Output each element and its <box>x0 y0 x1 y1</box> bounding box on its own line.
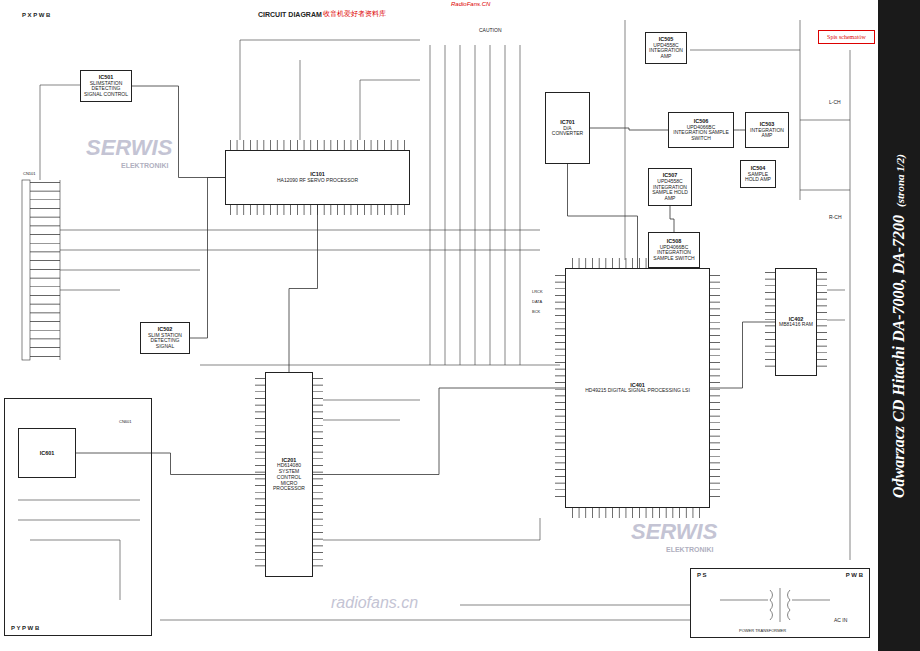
region-label: Spis schematów <box>827 34 866 40</box>
ic-description: D/A CONVERTER <box>548 126 587 138</box>
ic-description: UPD4066BC INTEGRATION SAMPLE SWITCH <box>651 245 697 262</box>
schematic-label: RadioFans.CN <box>450 1 491 8</box>
schematic-label: DATA <box>531 300 543 304</box>
ic-designator: IC601 <box>40 450 55 457</box>
ic-description: HD49215 DIGITAL SIGNAL PROCESSING LSI <box>585 388 690 394</box>
ic-description: SAMPLE HOLD AMP <box>743 172 773 184</box>
ic: IC503INTEGRATION AMP <box>745 112 789 148</box>
ic-designator: IC402 <box>789 316 804 323</box>
ic-description: MB81416 RAM <box>779 322 813 328</box>
ic-description: SLIM STATION DETECTING SIGNAL <box>143 333 187 350</box>
ic-description: INTEGRATION AMP <box>748 128 786 140</box>
ic-description: SLIMSTATION DETECTING SIGNAL CONTROL <box>83 81 129 98</box>
ic: IC402MB81416 RAM <box>775 268 817 376</box>
schematic-label: CAUTION <box>478 28 503 34</box>
ic: IC501SLIMSTATION DETECTING SIGNAL CONTRO… <box>80 70 132 102</box>
ic-description: UPD4066BC INTEGRATION SAMPLE SWITCH <box>671 125 731 142</box>
px-region: P X P W B IC501SLIMSTATION DETECTING SIGN… <box>15 8 873 640</box>
ic: IC507UPD4558C INTEGRATION SAMPLE HOLD AM… <box>648 168 692 206</box>
schematic-label: LRCK <box>531 290 544 294</box>
watermark: radiofans.cn <box>330 594 419 612</box>
watermark: SERWIS <box>85 136 173 160</box>
page-title-text: Odwarzacz CD Hitachi DA-7000, DA-7200 <box>890 214 907 497</box>
wire-connector <box>568 164 638 268</box>
ic: IC502SLIM STATION DETECTING SIGNAL <box>140 322 190 354</box>
ic-designator: IC101 <box>310 171 325 178</box>
ic: IC504SAMPLE HOLD AMP <box>740 160 776 188</box>
ic-designator: IC508 <box>667 238 682 245</box>
schematic-label: ELEKTRONIKI <box>120 162 169 170</box>
band-text-wrapper: Odwarzacz CD Hitachi DA-7000, DA-7200 (st… <box>890 154 908 498</box>
watermark: SERWIS <box>630 520 718 544</box>
ic-designator: IC401 <box>630 382 645 389</box>
schematic-label: CN101 <box>22 172 36 176</box>
wire-connector <box>190 178 225 339</box>
schematic-label: POWER TRANSFORMER <box>738 629 787 633</box>
ps-region: P SP W B <box>690 568 870 638</box>
ic: IC506UPD4066BC INTEGRATION SAMPLE SWITCH <box>668 112 734 148</box>
ic-designator: IC501 <box>99 74 114 81</box>
wire-connector <box>734 130 745 131</box>
region-label: P Y P W B <box>11 625 39 631</box>
ic-designator: IC201 <box>282 457 297 464</box>
schematic-label: L-CH <box>828 100 842 106</box>
ic-description: HA12090 RF SERVO PROCESSOR <box>277 178 358 184</box>
region-label: P W B <box>846 572 863 578</box>
ic: IC508UPD4066BC INTEGRATION SAMPLE SWITCH <box>648 232 700 268</box>
wire-connector <box>313 388 565 475</box>
schematic-label: ELEKTRONIKI <box>665 546 714 554</box>
page-title-text: (strona 1/2) <box>894 154 906 207</box>
wire-connector <box>590 128 668 130</box>
ic-designator: IC506 <box>694 118 709 125</box>
ic-description: UPD4558C INTEGRATION AMP <box>648 43 684 60</box>
schematic-label: CN601 <box>118 420 132 424</box>
ic-designator: IC504 <box>751 165 766 172</box>
ic-designator: IC503 <box>760 121 775 128</box>
wire-connector <box>76 453 265 475</box>
region-label: P S <box>697 572 707 578</box>
schematic-label: R-CH <box>828 215 843 221</box>
wire-connector <box>670 206 674 232</box>
ic: IC201HD614080 SYSTEM CONTROL MICRO PROCE… <box>265 372 313 577</box>
ic-description: UPD4558C INTEGRATION SAMPLE HOLD AMP <box>651 179 689 202</box>
ic-designator: IC701 <box>560 119 575 126</box>
ic: IC401HD49215 DIGITAL SIGNAL PROCESSING L… <box>565 268 710 508</box>
ic-designator: IC505 <box>659 36 674 43</box>
ic-designator: IC502 <box>158 326 173 333</box>
red-tag: Spis schematów <box>818 30 875 44</box>
ic-description: HD614080 SYSTEM CONTROL MICRO PROCESSOR <box>268 463 310 492</box>
ic-designator: IC507 <box>663 172 678 179</box>
region-label: P X P W B <box>22 12 50 18</box>
ic: IC701D/A CONVERTER <box>545 92 590 164</box>
wire-connector <box>289 205 318 372</box>
schematic-label: 收音机爱好者资料库 <box>322 10 387 18</box>
wire-connector <box>710 322 775 388</box>
title-band: Odwarzacz CD Hitachi DA-7000, DA-7200 (st… <box>878 0 920 651</box>
diagram-title: CIRCUIT DIAGRAM <box>258 11 322 18</box>
schematic-label: AC IN <box>833 618 848 624</box>
ic: IC505UPD4558C INTEGRATION AMP <box>645 32 687 64</box>
py-region: P Y P W B IC601 <box>4 398 152 636</box>
ic: IC101HA12090 RF SERVO PROCESSOR <box>225 150 410 205</box>
schematic-label: BCK <box>531 310 541 314</box>
ic: IC601 <box>18 428 76 478</box>
